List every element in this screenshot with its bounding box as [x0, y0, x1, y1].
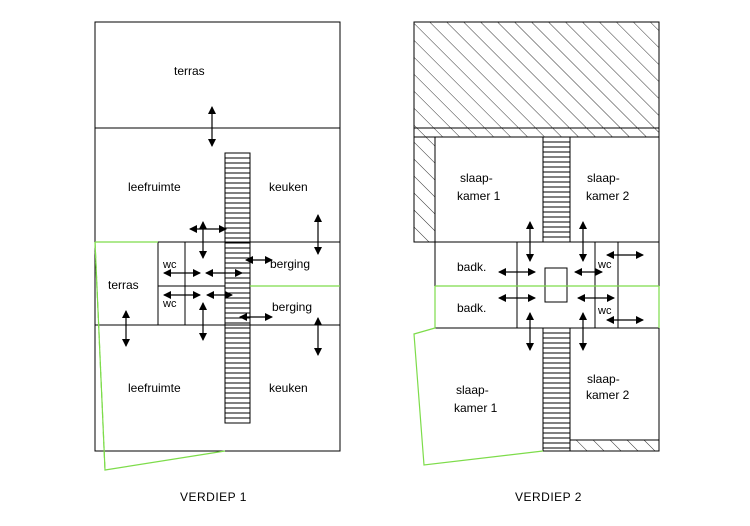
floor2-lower-unit-outline: [413, 286, 660, 466]
floor2-arrows: [498, 221, 644, 351]
floor2-room-badk-lower: badk.: [457, 301, 486, 315]
floor2-room-wc: wc: [597, 259, 612, 271]
floor1-stair-treads: [225, 157, 250, 419]
floor2-light-well: [544, 267, 568, 303]
floor2-room-slaapkamer1-lower-line2: kamer 1: [454, 401, 498, 415]
floor2-room-slaapkamer2-line2: kamer 2: [586, 189, 630, 203]
floor2-bottom-hatch: [569, 439, 660, 452]
floor1-room-keuken: keuken: [269, 180, 308, 194]
floor2-plan: [413, 21, 660, 452]
floor2-stair-lower: [542, 327, 571, 452]
floor1-plan: [94, 21, 341, 452]
floor1-room-leefruimte-lower: leefruimte: [128, 381, 181, 395]
floor2-room-slaapkamer1-lower-line1: slaap-: [456, 383, 489, 397]
floor2-room-slaapkamer1-line2: kamer 1: [457, 189, 501, 203]
floor1-title: VERDIEP 1: [180, 490, 247, 504]
floor1-lower-unit-dash: [94, 241, 106, 471]
floor2-outline: [414, 21, 660, 452]
floor1-room-berging-lower: berging: [272, 300, 312, 314]
floor1-arrows: [122, 106, 322, 356]
floor2-side-hatch: [413, 136, 436, 243]
floor1-room-terras: terras: [174, 64, 205, 78]
floor2-stair-upper: [542, 136, 571, 243]
floor2-stair-treads: [543, 141, 570, 449]
floor2-roof-hatch: [413, 21, 660, 138]
floor1-room-wc: wc: [162, 259, 177, 271]
floor2-room-wc-lower: wc: [597, 305, 612, 317]
floor1-room-berging: berging: [270, 257, 310, 271]
floor1-outline: [94, 21, 341, 452]
floor2-room-slaapkamer2-lower-line2: kamer 2: [586, 388, 630, 402]
floor1-room-keuken-lower: keuken: [269, 381, 308, 395]
floor2-title: VERDIEP 2: [515, 490, 582, 504]
floor1-lower-unit-outline: [94, 241, 340, 471]
floor2-room-slaapkamer2-lower-line1: slaap-: [587, 372, 620, 386]
floor2-room-slaapkamer1-line1: slaap-: [460, 171, 493, 185]
floor1-room-wc-lower: wc: [162, 298, 177, 310]
floor1-room-leefruimte: leefruimte: [128, 180, 181, 194]
floor2-room-slaapkamer2-line1: slaap-: [587, 171, 620, 185]
floor2-room-badk: badk.: [457, 260, 486, 274]
floor1-room-terras-lower: terras: [108, 278, 139, 292]
